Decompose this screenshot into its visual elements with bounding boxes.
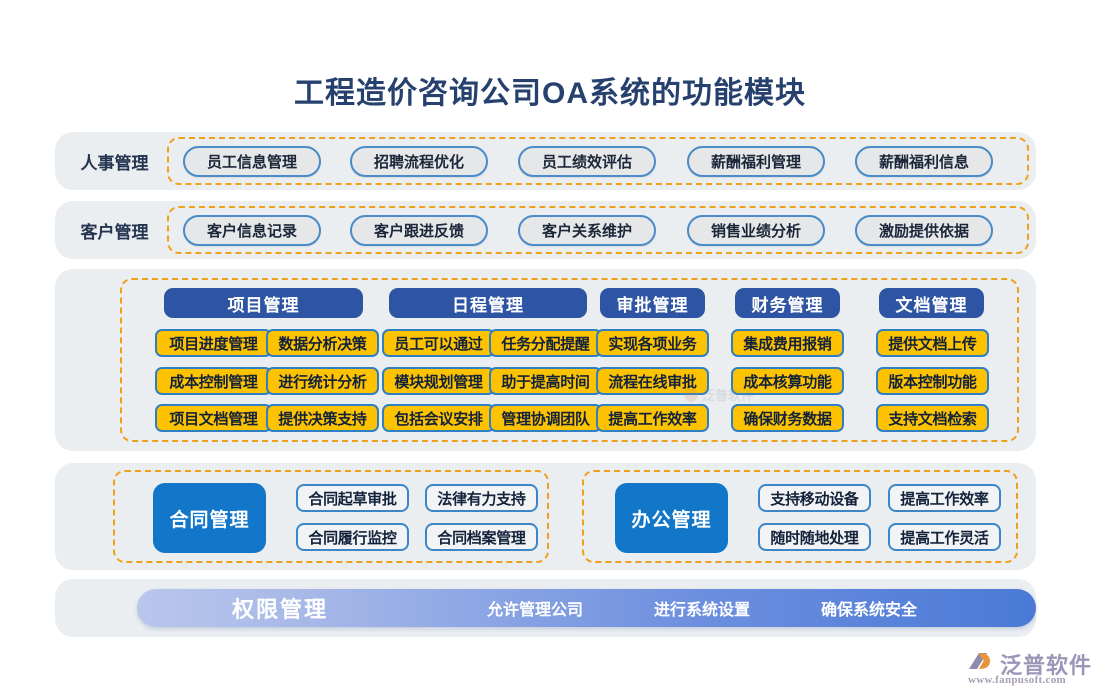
module-header-document[interactable]: 文档管理 bbox=[879, 288, 984, 318]
approval-item-2[interactable]: 提高工作效率 bbox=[596, 404, 709, 432]
hr-item-0[interactable]: 员工信息管理 bbox=[183, 146, 321, 177]
permission-item-2[interactable]: 确保系统安全 bbox=[820, 602, 917, 619]
document-item-1[interactable]: 版本控制功能 bbox=[876, 367, 989, 395]
contract-item-3[interactable]: 合同档案管理 bbox=[425, 523, 538, 551]
hr-row-dashed-frame bbox=[167, 137, 1029, 185]
approval-item-1[interactable]: 流程在线审批 bbox=[596, 367, 709, 395]
hr-item-1[interactable]: 招聘流程优化 bbox=[350, 146, 488, 177]
module-header-finance[interactable]: 财务管理 bbox=[735, 288, 840, 318]
approval-item-0[interactable]: 实现各项业务 bbox=[596, 329, 709, 357]
project-item-1-0[interactable]: 数据分析决策 bbox=[266, 329, 379, 357]
module-header-schedule[interactable]: 日程管理 bbox=[389, 288, 587, 318]
office-item-1[interactable]: 提高工作效率 bbox=[888, 484, 1001, 512]
customer-item-3[interactable]: 销售业绩分析 bbox=[687, 215, 825, 246]
permission-title: 权限管理 bbox=[232, 597, 329, 622]
contract-item-1[interactable]: 法律有力支持 bbox=[425, 484, 538, 512]
contract-item-0[interactable]: 合同起草审批 bbox=[296, 484, 409, 512]
fanpu-logo-icon bbox=[969, 653, 990, 669]
project-item-0-1[interactable]: 成本控制管理 bbox=[155, 367, 272, 395]
hr-item-4[interactable]: 薪酬福利信息 bbox=[855, 146, 993, 177]
finance-item-1[interactable]: 成本核算功能 bbox=[731, 367, 844, 395]
office-item-2[interactable]: 随时随地处理 bbox=[758, 523, 871, 551]
office-module-block[interactable]: 办公管理 bbox=[615, 483, 728, 553]
permission-item-1[interactable]: 进行系统设置 bbox=[653, 602, 750, 619]
module-header-project[interactable]: 项目管理 bbox=[164, 288, 363, 318]
finance-item-0[interactable]: 集成费用报销 bbox=[731, 329, 844, 357]
page-title: 工程造价咨询公司OA系统的功能模块 bbox=[294, 77, 806, 110]
customer-row-dashed-frame bbox=[167, 206, 1029, 254]
project-item-0-0[interactable]: 项目进度管理 bbox=[155, 329, 272, 357]
hr-row-label: 人事管理 bbox=[80, 153, 149, 173]
hr-item-2[interactable]: 员工绩效评估 bbox=[518, 146, 656, 177]
schedule-item-0-0[interactable]: 员工可以通过 bbox=[382, 329, 495, 357]
project-item-1-2[interactable]: 提供决策支持 bbox=[266, 404, 379, 432]
customer-item-0[interactable]: 客户信息记录 bbox=[183, 215, 321, 246]
schedule-item-1-2[interactable]: 管理协调团队 bbox=[489, 404, 602, 432]
project-item-0-2[interactable]: 项目文档管理 bbox=[155, 404, 272, 432]
permission-item-0[interactable]: 允许管理公司 bbox=[486, 602, 583, 619]
customer-item-2[interactable]: 客户关系维护 bbox=[518, 215, 656, 246]
hr-item-3[interactable]: 薪酬福利管理 bbox=[687, 146, 825, 177]
core-modules-dashed-frame bbox=[120, 278, 1019, 442]
office-dashed-frame bbox=[582, 470, 1018, 563]
customer-row-label: 客户管理 bbox=[80, 222, 149, 242]
document-item-2[interactable]: 支持文档检索 bbox=[876, 404, 989, 432]
permission-bar[interactable] bbox=[137, 589, 1036, 627]
schedule-item-0-1[interactable]: 模块规划管理 bbox=[382, 367, 495, 395]
project-item-1-1[interactable]: 进行统计分析 bbox=[266, 367, 379, 395]
finance-item-2[interactable]: 确保财务数据 bbox=[731, 404, 844, 432]
customer-item-4[interactable]: 激励提供依据 bbox=[855, 215, 993, 246]
schedule-item-0-2[interactable]: 包括会议安排 bbox=[382, 404, 495, 432]
document-item-0[interactable]: 提供文档上传 bbox=[876, 329, 989, 357]
brand-logo: 泛普软件 www.fanpusoft.com bbox=[966, 648, 1096, 692]
schedule-item-1-1[interactable]: 助于提高时间 bbox=[489, 367, 602, 395]
contract-dashed-frame bbox=[113, 470, 549, 563]
customer-item-1[interactable]: 客户跟进反馈 bbox=[350, 215, 488, 246]
contract-item-2[interactable]: 合同履行监控 bbox=[296, 523, 409, 551]
module-header-approval[interactable]: 审批管理 bbox=[600, 288, 705, 318]
office-item-3[interactable]: 提高工作灵活 bbox=[888, 523, 1001, 551]
logo-url: www.fanpusoft.com bbox=[968, 674, 1066, 686]
logo-name: 泛普软件 bbox=[1000, 653, 1093, 678]
schedule-item-1-0[interactable]: 任务分配提醒 bbox=[489, 329, 602, 357]
office-item-0[interactable]: 支持移动设备 bbox=[758, 484, 871, 512]
contract-module-block[interactable]: 合同管理 bbox=[153, 483, 266, 553]
